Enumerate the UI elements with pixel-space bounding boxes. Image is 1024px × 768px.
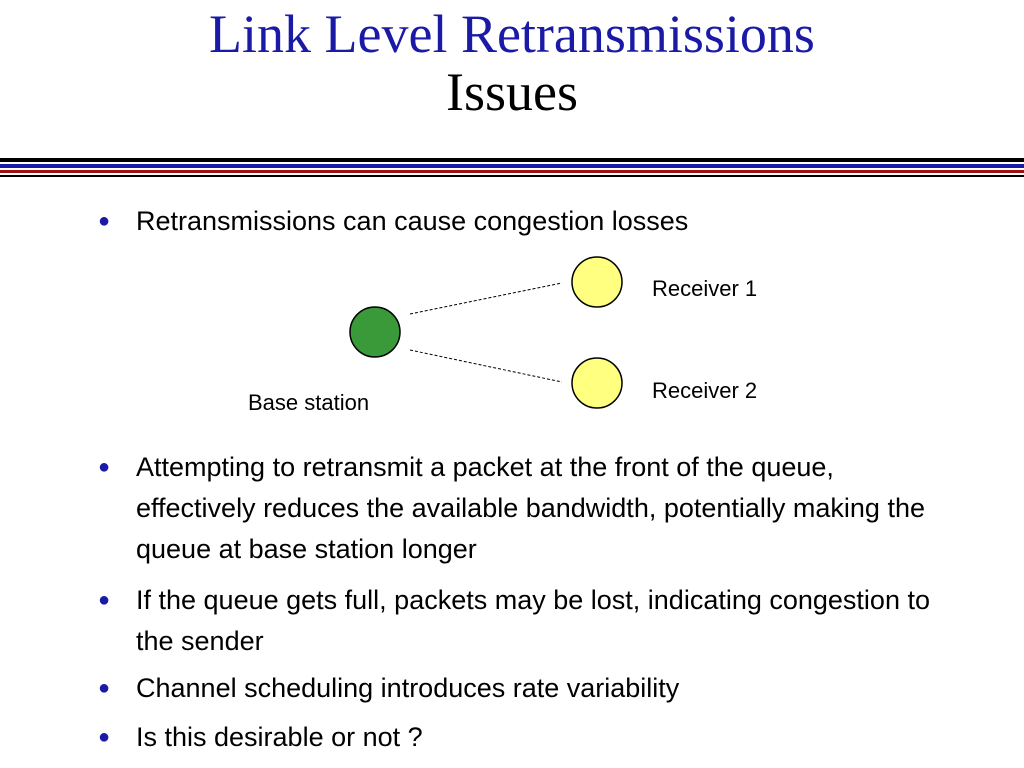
bullet-icon: ● [98,677,111,699]
header-divider-red [0,170,1024,173]
receiver-1-node [571,256,623,308]
bullet-item: ● If the queue gets full, packets may be… [98,580,948,662]
receiver-2-label: Receiver 2 [652,378,758,403]
bullet-text: If the queue gets full, packets may be l… [136,585,930,656]
header-divider-black [0,158,1024,162]
header-divider-thin [0,175,1024,177]
receiver-2-node [571,357,623,409]
title-line-1: Link Level Retransmissions [209,4,815,64]
bullet-item: ● Retransmissions can cause congestion l… [98,201,948,242]
bullet-icon: ● [98,589,111,611]
link-to-receiver-2 [409,349,563,383]
bullet-item: ● Channel scheduling introduces rate var… [98,668,948,709]
base-station-node [349,306,401,358]
bullet-text: Attempting to retransmit a packet at the… [136,452,925,564]
link-to-receiver-1 [409,282,563,315]
bullet-icon: ● [98,210,111,232]
bullet-icon: ● [98,456,111,478]
bullet-icon: ● [98,726,111,748]
title-line-2: Issues [446,62,578,122]
bullet-item: ● Is this desirable or not ? [98,717,948,758]
header-divider-blue [0,164,1024,168]
bullet-text: Is this desirable or not ? [136,722,423,752]
receiver-1-label: Receiver 1 [652,276,758,301]
bullet-text: Retransmissions can cause congestion los… [136,206,689,236]
bullet-item: ● Attempting to retransmit a packet at t… [98,447,948,570]
slide-title: Link Level Retransmissions Issues [0,6,1024,120]
base-station-label: Base station [248,390,370,415]
bullet-text: Channel scheduling introduces rate varia… [136,673,680,703]
